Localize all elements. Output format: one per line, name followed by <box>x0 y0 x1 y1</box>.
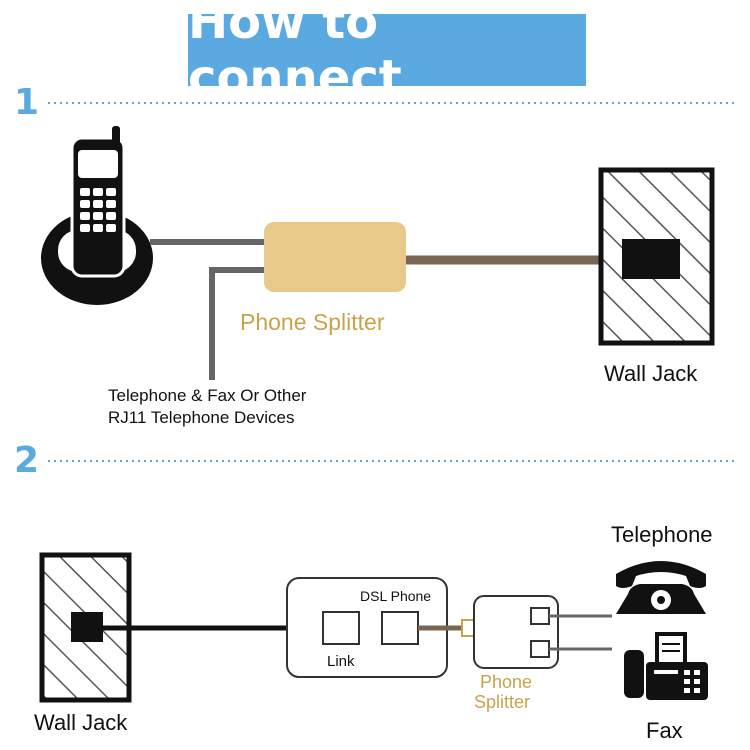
step-1-number: 1 <box>14 82 40 123</box>
cordless-phone-icon <box>41 126 153 305</box>
wall-jack-label-1: Wall Jack <box>604 361 698 386</box>
devices-label-line1: Telephone & Fax Or Other <box>108 386 307 405</box>
dsl-phone-port <box>381 611 419 645</box>
fax-label: Fax <box>646 718 683 743</box>
devices-label-line2: RJ11 Telephone Devices <box>108 408 295 427</box>
telephone-icon <box>616 561 706 614</box>
splitter-label-1: Phone Splitter <box>240 309 385 335</box>
fax-icon <box>624 632 708 700</box>
link-label: Link <box>327 653 355 670</box>
wall-jack-label-2: Wall Jack <box>34 710 128 735</box>
splitter-label-2b: Splitter <box>474 692 531 712</box>
page-title: How to connect <box>188 0 402 106</box>
wall-jack-icon <box>598 167 715 346</box>
dsl-phone-label: DSL Phone <box>360 588 432 604</box>
splitter-label-2a: Phone <box>480 672 533 692</box>
telephone-label: Telephone <box>611 522 713 547</box>
splitter-output-port-1 <box>530 607 550 625</box>
title-banner: How to connect <box>188 0 586 106</box>
device-cord <box>209 267 268 380</box>
phone-splitter-1 <box>264 222 406 292</box>
link-port <box>322 611 360 645</box>
splitter-output-port-2 <box>530 640 550 658</box>
step-2-number: 2 <box>14 440 40 481</box>
